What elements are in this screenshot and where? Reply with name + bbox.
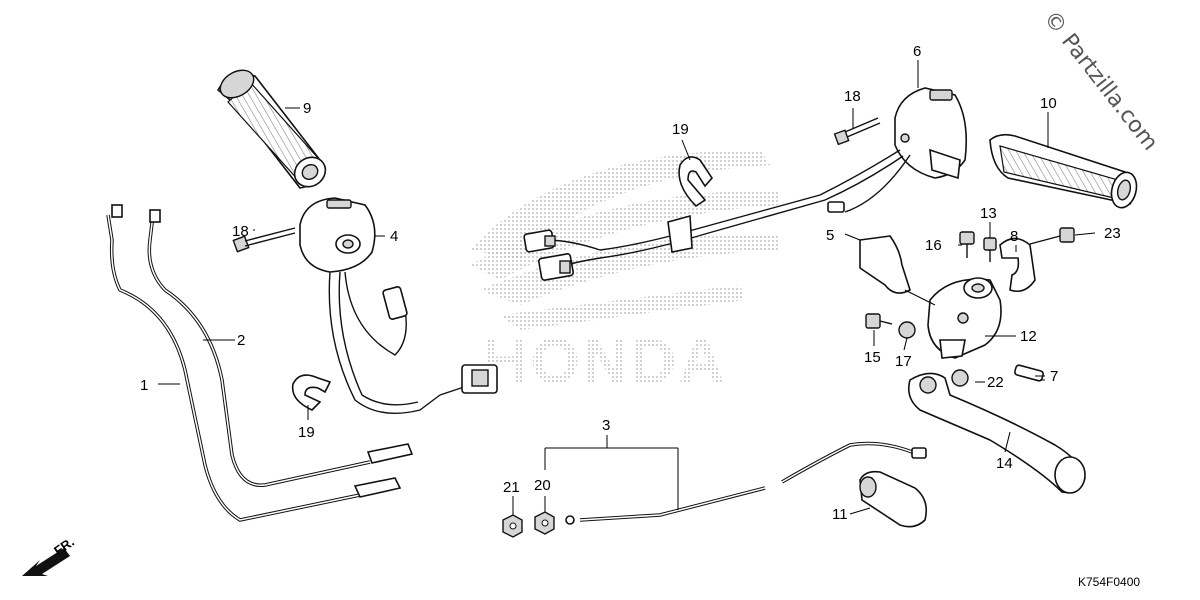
left-handlebar-switch (299, 197, 498, 415)
callout-11: 11 (832, 506, 848, 523)
clutch-lever (907, 372, 1086, 494)
callout-21: 21 (503, 479, 520, 496)
callout-labels: 1 2 3 4 5 6 7 8 9 10 11 12 13 14 15 16 1… (140, 43, 1121, 523)
front-direction-indicator: FR. (22, 534, 77, 576)
callout-14: 14 (996, 455, 1013, 472)
callout-15: 15 (864, 349, 881, 366)
right-handlebar-switch (894, 87, 968, 180)
callout-1: 1 (140, 377, 148, 394)
small-hardware (865, 227, 1075, 387)
callout-2: 2 (237, 332, 245, 349)
callout-6: 6 (913, 43, 921, 60)
cable-clamp-lower (291, 374, 332, 411)
callout-7: 7 (1050, 368, 1058, 385)
clutch-cable (565, 441, 927, 525)
callout-10: 10 (1040, 95, 1057, 112)
watermark: © Partzilla.com (1038, 6, 1162, 155)
callout-16: 16 (925, 237, 942, 254)
lever-dust-cover (859, 235, 911, 294)
callout-4: 4 (390, 228, 398, 245)
diagram-code: K754F0400 (1078, 575, 1140, 589)
honda-brand-text: HONDA (482, 325, 727, 397)
lever-end-cover (859, 470, 928, 528)
leader-lines (158, 60, 1096, 515)
honda-wing-logo: HONDA (470, 150, 780, 397)
callout-5: 5 (826, 227, 834, 244)
callout-18-left: 18 (232, 223, 249, 240)
callout-12: 12 (1020, 328, 1037, 345)
callout-18-right: 18 (844, 88, 861, 105)
cable-nuts (502, 511, 555, 538)
callout-9: 9 (303, 100, 311, 117)
callout-20: 20 (534, 477, 551, 494)
callout-8: 8 (1010, 228, 1018, 245)
callout-19-lower: 19 (298, 424, 315, 441)
right-switch-screw (833, 117, 881, 146)
callout-17: 17 (895, 353, 912, 370)
cable-clamp-upper (678, 156, 714, 208)
callout-23: 23 (1104, 225, 1121, 242)
throttle-cables (106, 204, 414, 522)
clutch-lever-bracket (927, 277, 1002, 359)
callout-3: 3 (602, 417, 610, 434)
left-grip (216, 69, 327, 189)
watermark-text: © Partzilla.com (1038, 6, 1162, 155)
callout-22: 22 (987, 374, 1004, 391)
right-grip (989, 133, 1138, 209)
callout-13: 13 (980, 205, 997, 222)
harness-clip (667, 214, 693, 253)
callout-19-upper: 19 (672, 121, 689, 138)
right-switch-harness (523, 149, 911, 281)
lever-holder-clamp (999, 237, 1036, 293)
left-switch-screw (232, 227, 296, 253)
